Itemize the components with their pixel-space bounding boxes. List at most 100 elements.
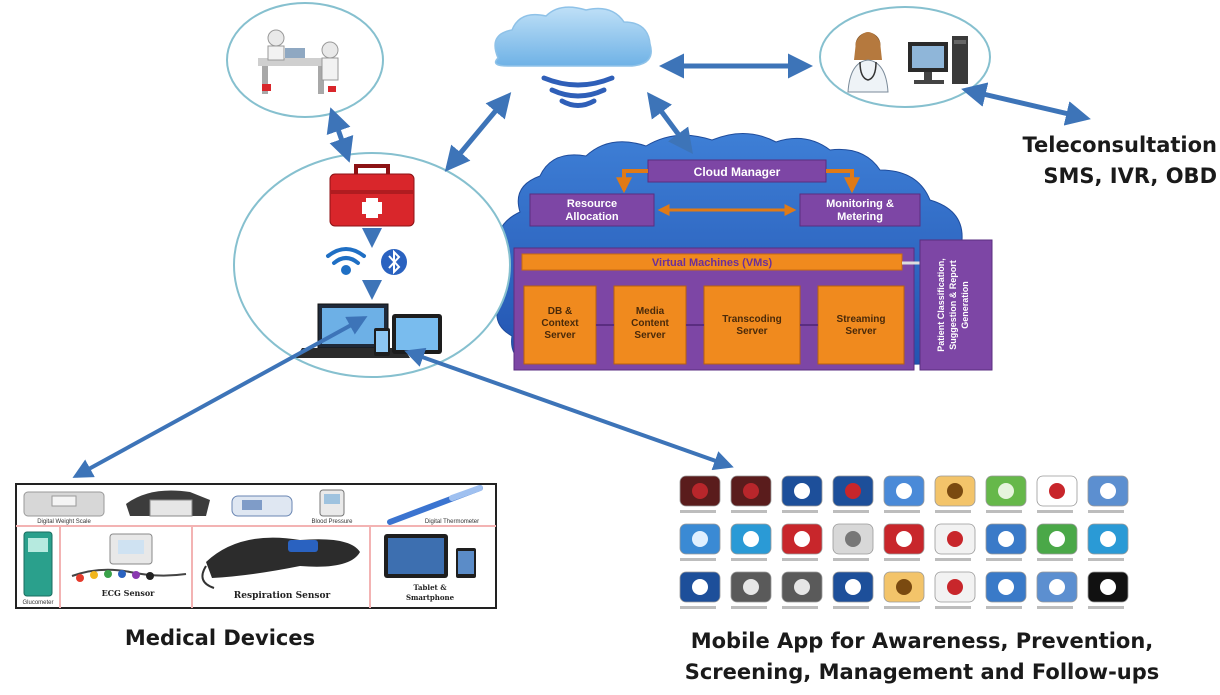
app-icon-glyph: [1049, 579, 1065, 595]
app-icon-glyph: [998, 531, 1014, 547]
weight-scale-icon: [23, 491, 105, 517]
server-label: Media: [636, 306, 665, 317]
cloud-infrastructure: Cloud Manager Resource Allocation Monito…: [490, 132, 993, 371]
app-icon-glyph: [845, 531, 861, 547]
server-box: [703, 285, 801, 365]
teleconsultation-caption: Teleconsultation SMS, IVR, OBD: [1005, 130, 1217, 192]
app-icon-glyph: [743, 579, 759, 595]
app-caption-placeholder: [680, 606, 716, 609]
app-caption-placeholder: [782, 510, 818, 513]
server-label: Server: [634, 330, 665, 341]
app-caption-placeholder: [935, 510, 971, 513]
app-icon-glyph: [743, 483, 759, 499]
resource-allocation-label-1: Resource: [567, 198, 617, 210]
thermometer-icon: [387, 485, 483, 525]
vm-label: Virtual Machines (VMs): [652, 257, 773, 269]
app-caption-placeholder: [1088, 558, 1124, 561]
app-icon-glyph: [845, 579, 861, 595]
app-icon-glyph: [692, 531, 708, 547]
app-caption-placeholder: [680, 558, 716, 561]
bp-monitor-icon: [126, 490, 210, 517]
resource-allocation-box: [529, 193, 655, 227]
app-caption-placeholder: [731, 558, 767, 561]
server-label: Streaming: [837, 314, 886, 325]
app-icon-glyph: [947, 579, 963, 595]
app-caption-placeholder: [833, 558, 869, 561]
app-caption-placeholder: [935, 606, 971, 609]
teleconsultation-subtitle: SMS, IVR, OBD: [1043, 164, 1217, 188]
server-label: Content: [631, 318, 669, 329]
blood-pressure-icon: [319, 489, 345, 517]
wifi-icon: [326, 247, 366, 275]
app-caption-placeholder: [884, 558, 920, 561]
monitoring-metering-label-1: Monitoring &: [826, 198, 894, 210]
app-caption-placeholder: [731, 606, 767, 609]
app-caption-placeholder: [782, 606, 818, 609]
device-label-ecg: ECG Sensor: [102, 588, 156, 598]
app-caption-placeholder: [986, 510, 1022, 513]
tablet-smartphone-icon: [384, 534, 476, 578]
app-icon-glyph: [1049, 531, 1065, 547]
glucometer-icon: [23, 531, 53, 597]
app-caption-placeholder: [833, 510, 869, 513]
signal-waves-icon: [541, 75, 615, 108]
device-label-weight: Digital Weight Scale: [37, 519, 91, 525]
respiration-sensor-icon: [201, 537, 360, 589]
app-caption-placeholder: [1088, 606, 1124, 609]
connection-arrows: [72, 53, 1091, 478]
device-label-resp: Respiration Sensor: [234, 591, 331, 601]
app-caption-placeholder: [833, 606, 869, 609]
app-caption-placeholder: [884, 510, 920, 513]
app-icon-glyph: [998, 483, 1014, 499]
app-icon-glyph: [1100, 531, 1116, 547]
doctor-computer-icon: [847, 32, 968, 93]
teleconsultation-title: Teleconsultation: [1022, 133, 1217, 157]
server-label: Server: [544, 330, 575, 341]
ecg-sensor-icon: [71, 533, 187, 582]
app-caption-placeholder: [884, 606, 920, 609]
app-caption-placeholder: [1037, 558, 1073, 561]
side-panel-label-3: Generation: [960, 281, 970, 329]
side-panel-label-2: Suggestion & Report: [948, 260, 958, 350]
app-caption-placeholder: [680, 510, 716, 513]
mobile-app-grid: [679, 475, 1129, 609]
doctor-meeting-icon: [258, 29, 339, 94]
mobile-app-caption-line1: Mobile App for Awareness, Prevention,: [690, 629, 1154, 653]
resource-allocation-label-2: Allocation: [565, 211, 618, 223]
app-icon-glyph: [794, 483, 810, 499]
device-label-tablet-2: Smartphone: [406, 593, 455, 602]
monitoring-metering-box: [799, 193, 921, 227]
device-label-thermo: Digital Thermometer: [425, 519, 479, 525]
app-icon-glyph: [896, 483, 912, 499]
app-icon-glyph: [845, 483, 861, 499]
side-panel-label-1: Patient Classification,: [936, 258, 946, 352]
wireless-cloud: [494, 6, 652, 108]
server-box: [817, 285, 905, 365]
app-caption-placeholder: [935, 558, 971, 561]
digital-bp-icon: [231, 495, 293, 517]
manager-connectors: [616, 169, 860, 216]
app-icon-glyph: [896, 579, 912, 595]
server-label: Server: [736, 326, 767, 337]
monitoring-metering-label-2: Metering: [837, 211, 883, 223]
medical-devices-panel: Digital Weight Scale Blood Pressure Digi…: [15, 483, 497, 609]
mobile-app-caption-line2: Screening, Management and Follow-ups: [684, 660, 1160, 684]
app-icon-glyph: [1100, 483, 1116, 499]
device-label-tablet-1: Tablet &: [413, 583, 447, 592]
app-icon-glyph: [794, 531, 810, 547]
app-icon-glyph: [692, 579, 708, 595]
teleconsultation-circle: [819, 6, 991, 108]
app-caption-placeholder: [782, 558, 818, 561]
app-caption-placeholder: [1088, 510, 1124, 513]
app-icon-glyph: [692, 483, 708, 499]
meeting-circle: [226, 2, 384, 118]
medical-devices-caption: Medical Devices: [124, 626, 316, 650]
servers: DB & Context Server Media Content Server…: [523, 285, 905, 365]
app-icon-glyph: [947, 483, 963, 499]
patient-classification-panel: [919, 239, 993, 371]
app-icon-glyph: [794, 579, 810, 595]
server-label: Context: [541, 318, 579, 329]
mobile-app-caption: Mobile App for Awareness, Prevention, Sc…: [652, 626, 1192, 688]
server-label: DB &: [548, 306, 572, 317]
